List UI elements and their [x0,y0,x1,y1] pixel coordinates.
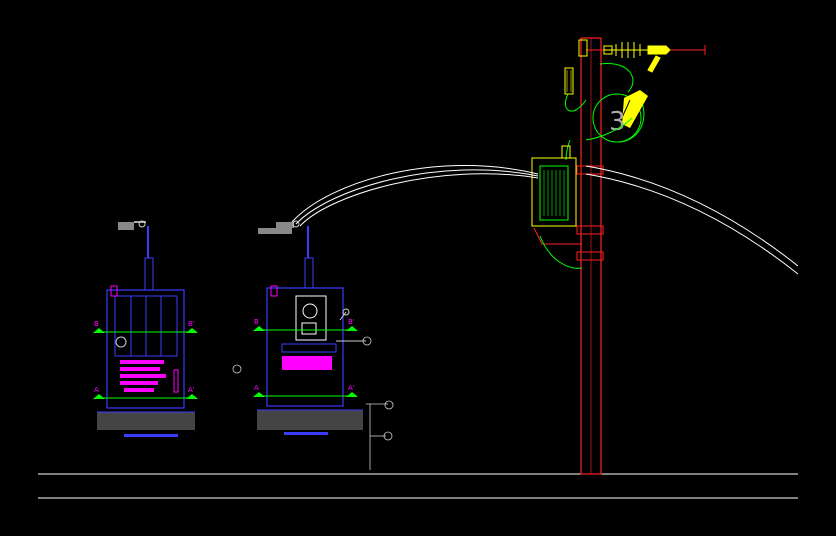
section-mark-a-right: A [254,384,259,392]
section-mark-a-prime-left: A' [188,386,195,394]
ground-lines [38,473,798,499]
insulator-string [564,42,671,95]
pole-number-label: 3 [609,107,626,137]
pole-transformer [531,117,633,269]
section-mark-b-left: B [94,320,99,328]
section-marks-left: B B' A A' [93,320,198,399]
cabinet-left [97,220,195,430]
cabinet-right [257,220,366,430]
arrester-assembly [564,63,648,143]
grounding-lead [366,403,388,470]
overhead-cable-right [585,165,799,275]
callout-bubbles [232,336,394,441]
section-mark-b-prime-left: B' [188,320,195,328]
section-mark-b-right: B [254,318,259,326]
section-marks-right: B B' A A' [253,318,358,397]
service-drop-cable [291,164,539,227]
section-mark-a-prime-right: A' [348,384,355,392]
section-mark-a-left: A [94,386,99,394]
section-mark-b-prime-right: B' [348,318,355,326]
caption-left [124,434,178,437]
caption-right [284,432,328,435]
